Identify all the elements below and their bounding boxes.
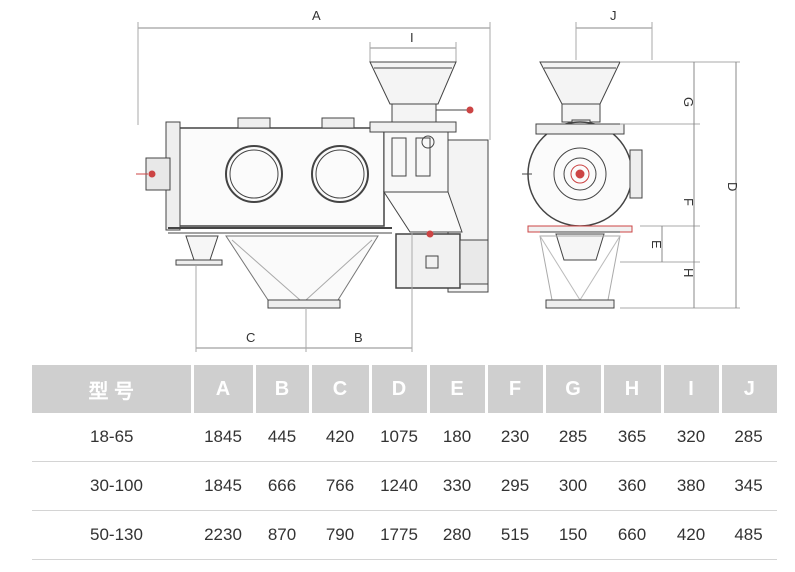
cell: 660 xyxy=(602,510,662,560)
technical-drawing: A I C B J G F E H D xyxy=(136,8,740,352)
cell: 320 xyxy=(662,413,720,462)
table-row: 18-65 1845 445 420 1075 180 230 285 365 … xyxy=(32,413,777,462)
cell: 360 xyxy=(602,461,662,511)
cell-model: 30-100 xyxy=(32,461,192,511)
cell: 330 xyxy=(428,461,486,511)
cell: 1845 xyxy=(192,461,254,511)
dim-label-a: A xyxy=(312,8,321,23)
dim-label-e: E xyxy=(649,240,664,249)
cell: 870 xyxy=(254,510,310,560)
cell: 420 xyxy=(310,413,370,462)
cell: 285 xyxy=(544,413,602,462)
header-g: G xyxy=(544,365,604,413)
header-h: H xyxy=(602,365,664,413)
cell: 1075 xyxy=(370,413,428,462)
table-row: 50-130 2230 870 790 1775 280 515 150 660… xyxy=(32,510,777,560)
dim-label-d: D xyxy=(725,182,740,191)
dim-label-f: F xyxy=(681,198,696,206)
dim-label-h: H xyxy=(681,268,696,277)
cell: 295 xyxy=(486,461,544,511)
cell: 230 xyxy=(486,413,544,462)
cell: 1845 xyxy=(192,413,254,462)
table-row: 30-100 1845 666 766 1240 330 295 300 360… xyxy=(32,461,777,511)
cell: 285 xyxy=(720,413,777,462)
dim-label-c: C xyxy=(246,330,255,345)
dim-label-g: G xyxy=(681,97,696,107)
cell: 666 xyxy=(254,461,310,511)
header-a: A xyxy=(192,365,256,413)
cell: 766 xyxy=(310,461,370,511)
cell: 1240 xyxy=(370,461,428,511)
header-f: F xyxy=(486,365,546,413)
dim-label-b: B xyxy=(354,330,363,345)
cell: 2230 xyxy=(192,510,254,560)
header-c: C xyxy=(310,365,372,413)
header-b: B xyxy=(254,365,312,413)
spec-table: 型 号 A B C D E F G H I J 18-65 1845 445 4… xyxy=(32,365,777,560)
cell-model: 50-130 xyxy=(32,510,192,560)
cell: 485 xyxy=(720,510,777,560)
cell: 1775 xyxy=(370,510,428,560)
header-j: J xyxy=(720,365,777,413)
header-e: E xyxy=(428,365,488,413)
cell-model: 18-65 xyxy=(32,413,192,462)
cell: 300 xyxy=(544,461,602,511)
table-header-row: 型 号 A B C D E F G H I J xyxy=(32,365,777,413)
cell: 180 xyxy=(428,413,486,462)
cell: 345 xyxy=(720,461,777,511)
cell: 365 xyxy=(602,413,662,462)
cell: 515 xyxy=(486,510,544,560)
header-model: 型 号 xyxy=(32,365,194,413)
header-d: D xyxy=(370,365,430,413)
header-i: I xyxy=(662,365,722,413)
dim-label-j: J xyxy=(610,8,617,23)
dim-label-i: I xyxy=(410,30,414,45)
cell: 380 xyxy=(662,461,720,511)
cell: 280 xyxy=(428,510,486,560)
cell: 420 xyxy=(662,510,720,560)
cell: 790 xyxy=(310,510,370,560)
cell: 150 xyxy=(544,510,602,560)
cell: 445 xyxy=(254,413,310,462)
